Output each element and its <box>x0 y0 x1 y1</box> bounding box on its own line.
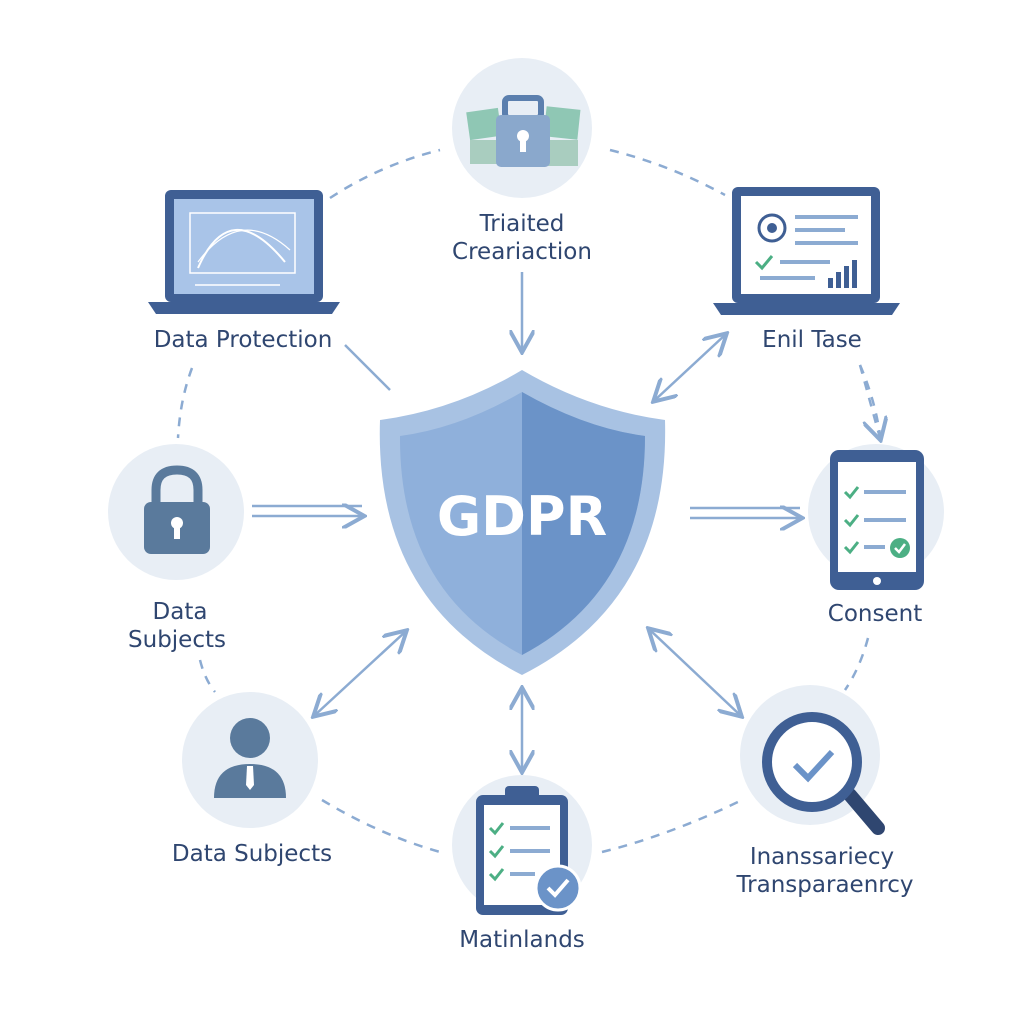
consent-label: Consent <box>828 601 922 627</box>
data-subjects-lock-line2: Subjects <box>128 627 226 653</box>
magnifier-check-icon <box>762 712 885 835</box>
gdpr-title: GDPR <box>437 485 607 548</box>
node-data-subjects-person: Data Subjects <box>172 692 332 867</box>
transparency-label-line1: Inanssariecy <box>750 844 894 870</box>
laptop-dashboard-icon <box>713 187 900 315</box>
laptop-chart-icon <box>148 190 340 314</box>
transparency-label-line2: Transparaenrcy <box>736 872 914 898</box>
node-matinlands: Matinlands <box>452 775 592 953</box>
dashed-ring <box>176 148 882 854</box>
tablet-checklist-icon <box>830 450 924 590</box>
data-protection-label: Data Protection <box>154 327 333 353</box>
gdpr-shield: GDPR <box>379 370 666 675</box>
enil-tase-label: Enil Tase <box>762 327 862 353</box>
node-top: Triaited Creariaction <box>452 58 592 265</box>
data-subjects-lock-line1: Data <box>153 599 208 625</box>
top-label-line2: Creariaction <box>452 239 592 265</box>
node-consent: Consent <box>808 444 944 627</box>
node-data-protection: Data Protection <box>148 190 340 353</box>
node-data-subjects-lock: Data Subjects <box>108 444 244 653</box>
top-label-line1: Triaited <box>479 211 565 237</box>
data-subjects-person-label: Data Subjects <box>172 841 332 867</box>
clipboard-check-icon <box>476 786 582 915</box>
padlock-icon <box>144 465 210 554</box>
node-enil-tase: Enil Tase <box>713 187 900 353</box>
person-icon <box>214 718 286 798</box>
matinlands-label: Matinlands <box>459 927 585 953</box>
node-transparency: Inanssariecy Transparaenrcy <box>736 685 914 898</box>
connectors <box>252 272 880 770</box>
padlock-documents-icon <box>466 95 581 167</box>
